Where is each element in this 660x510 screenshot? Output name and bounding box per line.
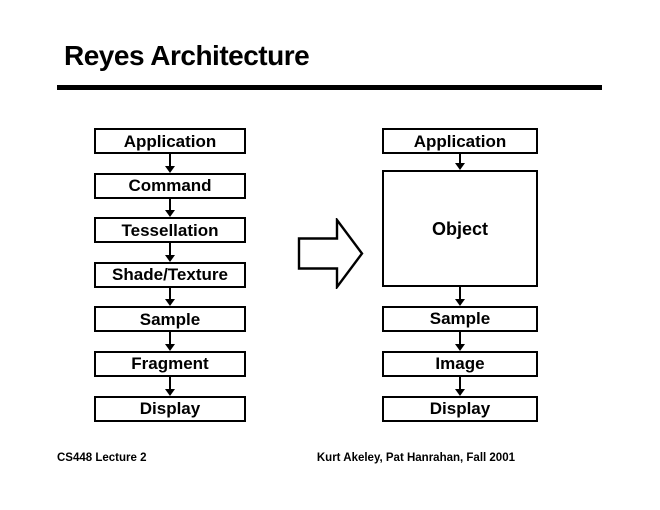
stage-box-fragment: Fragment — [94, 350, 246, 377]
down-arrow-icon — [165, 332, 175, 351]
title-underline — [57, 85, 602, 90]
slide-title: Reyes Architecture — [64, 40, 310, 71]
stage-box-shade-texture: Shade/Texture — [94, 261, 246, 288]
footer-course-label: CS448 Lecture 2 — [57, 452, 147, 464]
stage-box-application-left: Application — [94, 128, 246, 154]
stage-box-application-right: Application — [382, 128, 538, 154]
down-arrow-icon — [165, 154, 175, 173]
stage-box-tessellation: Tessellation — [94, 217, 246, 244]
pipeline-right: Application Object Sample Image Display — [382, 128, 538, 422]
down-arrow-icon — [165, 198, 175, 218]
down-arrow-icon — [455, 331, 465, 351]
down-arrow-icon — [455, 154, 465, 170]
stage-box-sample-right: Sample — [382, 305, 538, 332]
down-arrow-icon — [165, 376, 175, 396]
stage-box-display-left: Display — [94, 395, 246, 422]
stage-box-display-right: Display — [382, 395, 538, 422]
pipeline-left: Application Command Tessellation Shade/T… — [94, 128, 246, 422]
down-arrow-icon — [455, 287, 465, 306]
stage-box-sample-left: Sample — [94, 306, 246, 333]
stage-box-command: Command — [94, 172, 246, 199]
stage-box-image: Image — [382, 350, 538, 377]
down-arrow-icon — [165, 243, 175, 262]
footer-authors-label: Kurt Akeley, Pat Hanrahan, Fall 2001 — [316, 452, 515, 464]
right-block-arrow-icon — [297, 218, 364, 289]
down-arrow-icon — [455, 376, 465, 396]
stage-box-object: Object — [382, 170, 538, 287]
down-arrow-icon — [165, 287, 175, 307]
